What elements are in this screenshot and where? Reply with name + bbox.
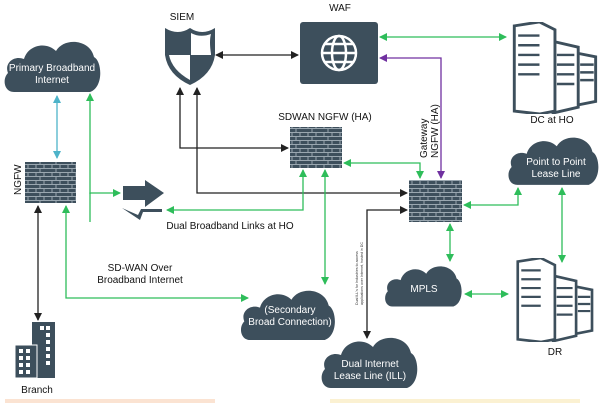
ill-label-2: Lease Line (ILL)	[334, 371, 406, 382]
sdwan-ngfw-label: SDWAN NGFW (HA)	[278, 112, 372, 123]
building-icon	[14, 322, 55, 379]
siem-label: SIEM	[170, 12, 194, 23]
ill-note-2: applications over Internet, hosted in DC	[360, 242, 364, 305]
gateway-firewall-icon	[409, 180, 462, 222]
ngfw-label: NGFW	[13, 164, 24, 195]
ngfw-firewall-icon	[25, 162, 76, 203]
link-gateway-p2p	[463, 187, 522, 209]
dc-zone-bar	[330, 399, 580, 403]
link-ngfw-secondary	[62, 205, 249, 302]
ill-label-1: Dual Internet	[341, 359, 398, 370]
gateway-label-2: NGFW (HA)	[430, 104, 441, 158]
waf-appliance	[300, 22, 378, 84]
secondary-label-1: (Secondary	[264, 305, 315, 316]
secondary-label-2: Broad Connection)	[248, 317, 331, 328]
gateway-label-1: Gateway	[419, 119, 430, 158]
branch-label: Branch	[21, 385, 53, 396]
sdwan-firewall-icon	[290, 127, 342, 168]
shield-icon	[165, 28, 215, 85]
primary-broadband-label-2: Internet	[35, 75, 69, 86]
branch-zone-bar	[5, 399, 215, 403]
dc-server-rack-icon	[512, 22, 598, 114]
link-ill-gateway	[363, 206, 408, 339]
waf-label: WAF	[329, 3, 351, 14]
p2p-label-2: Lease Line	[532, 169, 581, 180]
dr-server-rack-icon	[516, 258, 594, 342]
mpls-label: MPLS	[410, 284, 438, 295]
p2p-label-1: Point to Point	[526, 157, 586, 168]
link-gateway-sdwan	[343, 159, 424, 179]
sdwan-over-label-2: Broadband Internet	[97, 275, 183, 286]
dr-label: DR	[548, 347, 562, 358]
primary-broadband-label-1: Primary Broadband	[9, 63, 95, 74]
dc-label: DC at HO	[530, 115, 574, 126]
ill-note-1: Dual ILL's for Industries to access	[355, 251, 359, 305]
globe-icon	[320, 34, 358, 72]
link-sdwan-wan	[166, 169, 307, 214]
link-siem-sdwan	[176, 87, 289, 152]
link-waf-gateway	[379, 54, 445, 179]
sdwan-over-label-1: SD-WAN Over	[108, 263, 173, 274]
wan-link-icon	[122, 180, 164, 220]
link-primary-wan	[89, 189, 121, 222]
dual-broadband-label: Dual Broadband Links at HO	[166, 221, 294, 232]
